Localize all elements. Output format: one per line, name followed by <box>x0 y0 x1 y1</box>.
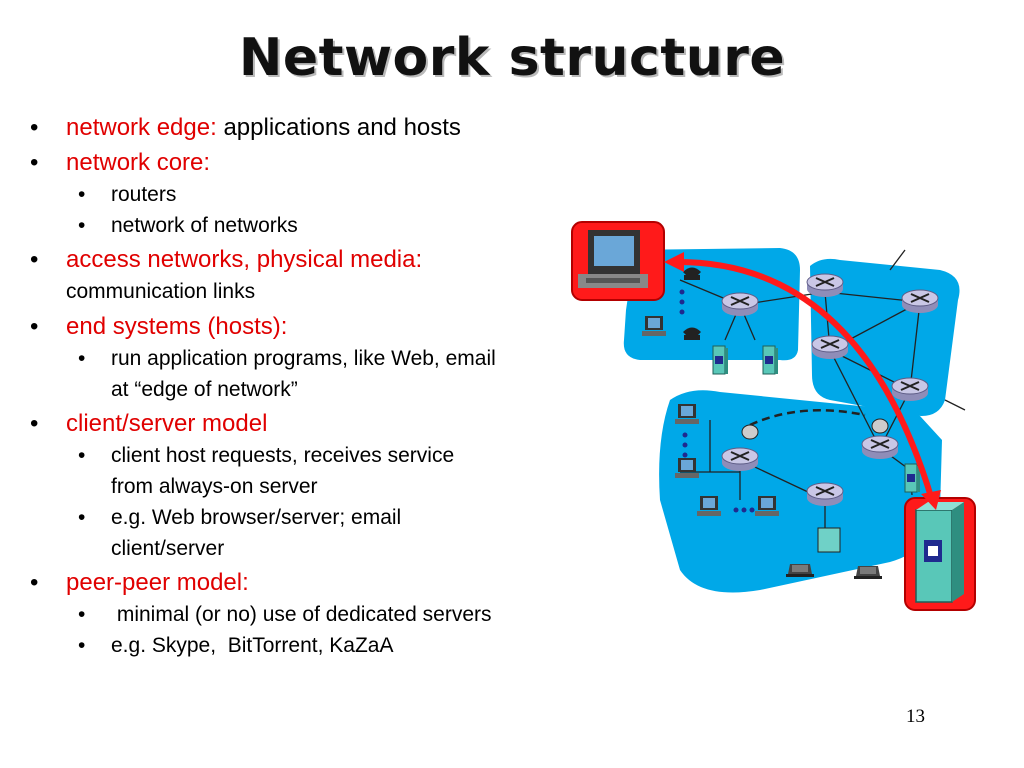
desktop-computer-icon <box>755 496 779 516</box>
router-icon <box>861 435 899 460</box>
desktop-computer-icon <box>675 458 699 478</box>
server-icon <box>712 345 729 375</box>
sub-bullet-client-requests: client host requests, receives service f… <box>28 440 628 502</box>
bullet-access-networks: access networks, physical media: <box>28 244 628 276</box>
sub-bullet-text: from always-on server <box>111 475 318 498</box>
bullet-peer-peer: peer-peer model: <box>28 567 628 599</box>
sub-bullet-text: routers <box>111 183 177 206</box>
sub-bullet-routers: routers <box>28 179 628 210</box>
router-icon <box>901 289 939 314</box>
sub-bullet-web-email: e.g. Web browser/server; email client/se… <box>28 502 628 564</box>
bullet-list: network edge: applications and hosts net… <box>28 112 628 661</box>
sub-bullet-text: client host requests, receives service <box>111 444 455 467</box>
desktop-computer-icon <box>578 230 648 288</box>
desktop-computer-icon <box>675 404 699 424</box>
page-number: 13 <box>906 706 925 727</box>
sub-bullet-run-apps: run application programs, like Web, emai… <box>28 343 628 405</box>
sub-bullet-text: e.g. Web browser/server; email <box>111 506 402 529</box>
bullet-continuation: communication links <box>66 280 256 303</box>
slide-title: Network structure <box>238 28 786 88</box>
bullet-network-edge: network edge: applications and hosts <box>28 112 628 144</box>
sub-bullet-text: minimal (or no) use of dedicated servers <box>111 603 492 626</box>
bullet-client-server: client/server model <box>28 408 628 440</box>
router-icon <box>806 273 844 298</box>
server-icon <box>762 345 779 375</box>
bullet-label: access networks, physical media: <box>66 246 423 273</box>
bullet-label: client/server model <box>66 410 268 437</box>
router-icon <box>811 335 849 360</box>
sub-bullet-skype: e.g. Skype, BitTorrent, KaZaA <box>28 630 628 661</box>
bullet-text: applications and hosts <box>223 114 461 141</box>
satellite-dish-icon <box>741 418 889 440</box>
router-icon <box>891 377 929 402</box>
laptop-icon <box>854 566 882 579</box>
sub-bullet-network-of-networks: network of networks <box>28 210 628 241</box>
bullet-network-core: network core: <box>28 147 628 179</box>
bullet-end-systems: end systems (hosts): <box>28 311 628 343</box>
server-icon <box>915 502 964 603</box>
server-icon <box>904 463 921 493</box>
desktop-computer-icon <box>642 316 666 336</box>
bullet-label: network edge: <box>66 114 217 141</box>
sub-bullet-text: network of networks <box>111 214 298 237</box>
sub-bullet-text: at “edge of network” <box>111 378 298 401</box>
bullet-label: end systems (hosts): <box>66 313 288 340</box>
desktop-computer-icon <box>697 496 721 516</box>
sub-bullet-text: run application programs, like Web, emai… <box>111 347 496 370</box>
router-icon <box>806 482 844 507</box>
router-icon <box>721 447 759 472</box>
bullet-label: network core: <box>66 149 211 176</box>
sub-bullet-text: client/server <box>111 537 225 560</box>
sub-bullet-text: e.g. Skype, BitTorrent, KaZaA <box>111 634 394 657</box>
router-icon <box>721 292 759 317</box>
sub-bullet-minimal-servers: minimal (or no) use of dedicated servers <box>28 599 628 630</box>
bullet-label: peer-peer model: <box>66 569 249 596</box>
laptop-icon <box>786 564 814 577</box>
network-diagram <box>571 221 976 611</box>
wireless-access-point-icon <box>817 527 841 553</box>
